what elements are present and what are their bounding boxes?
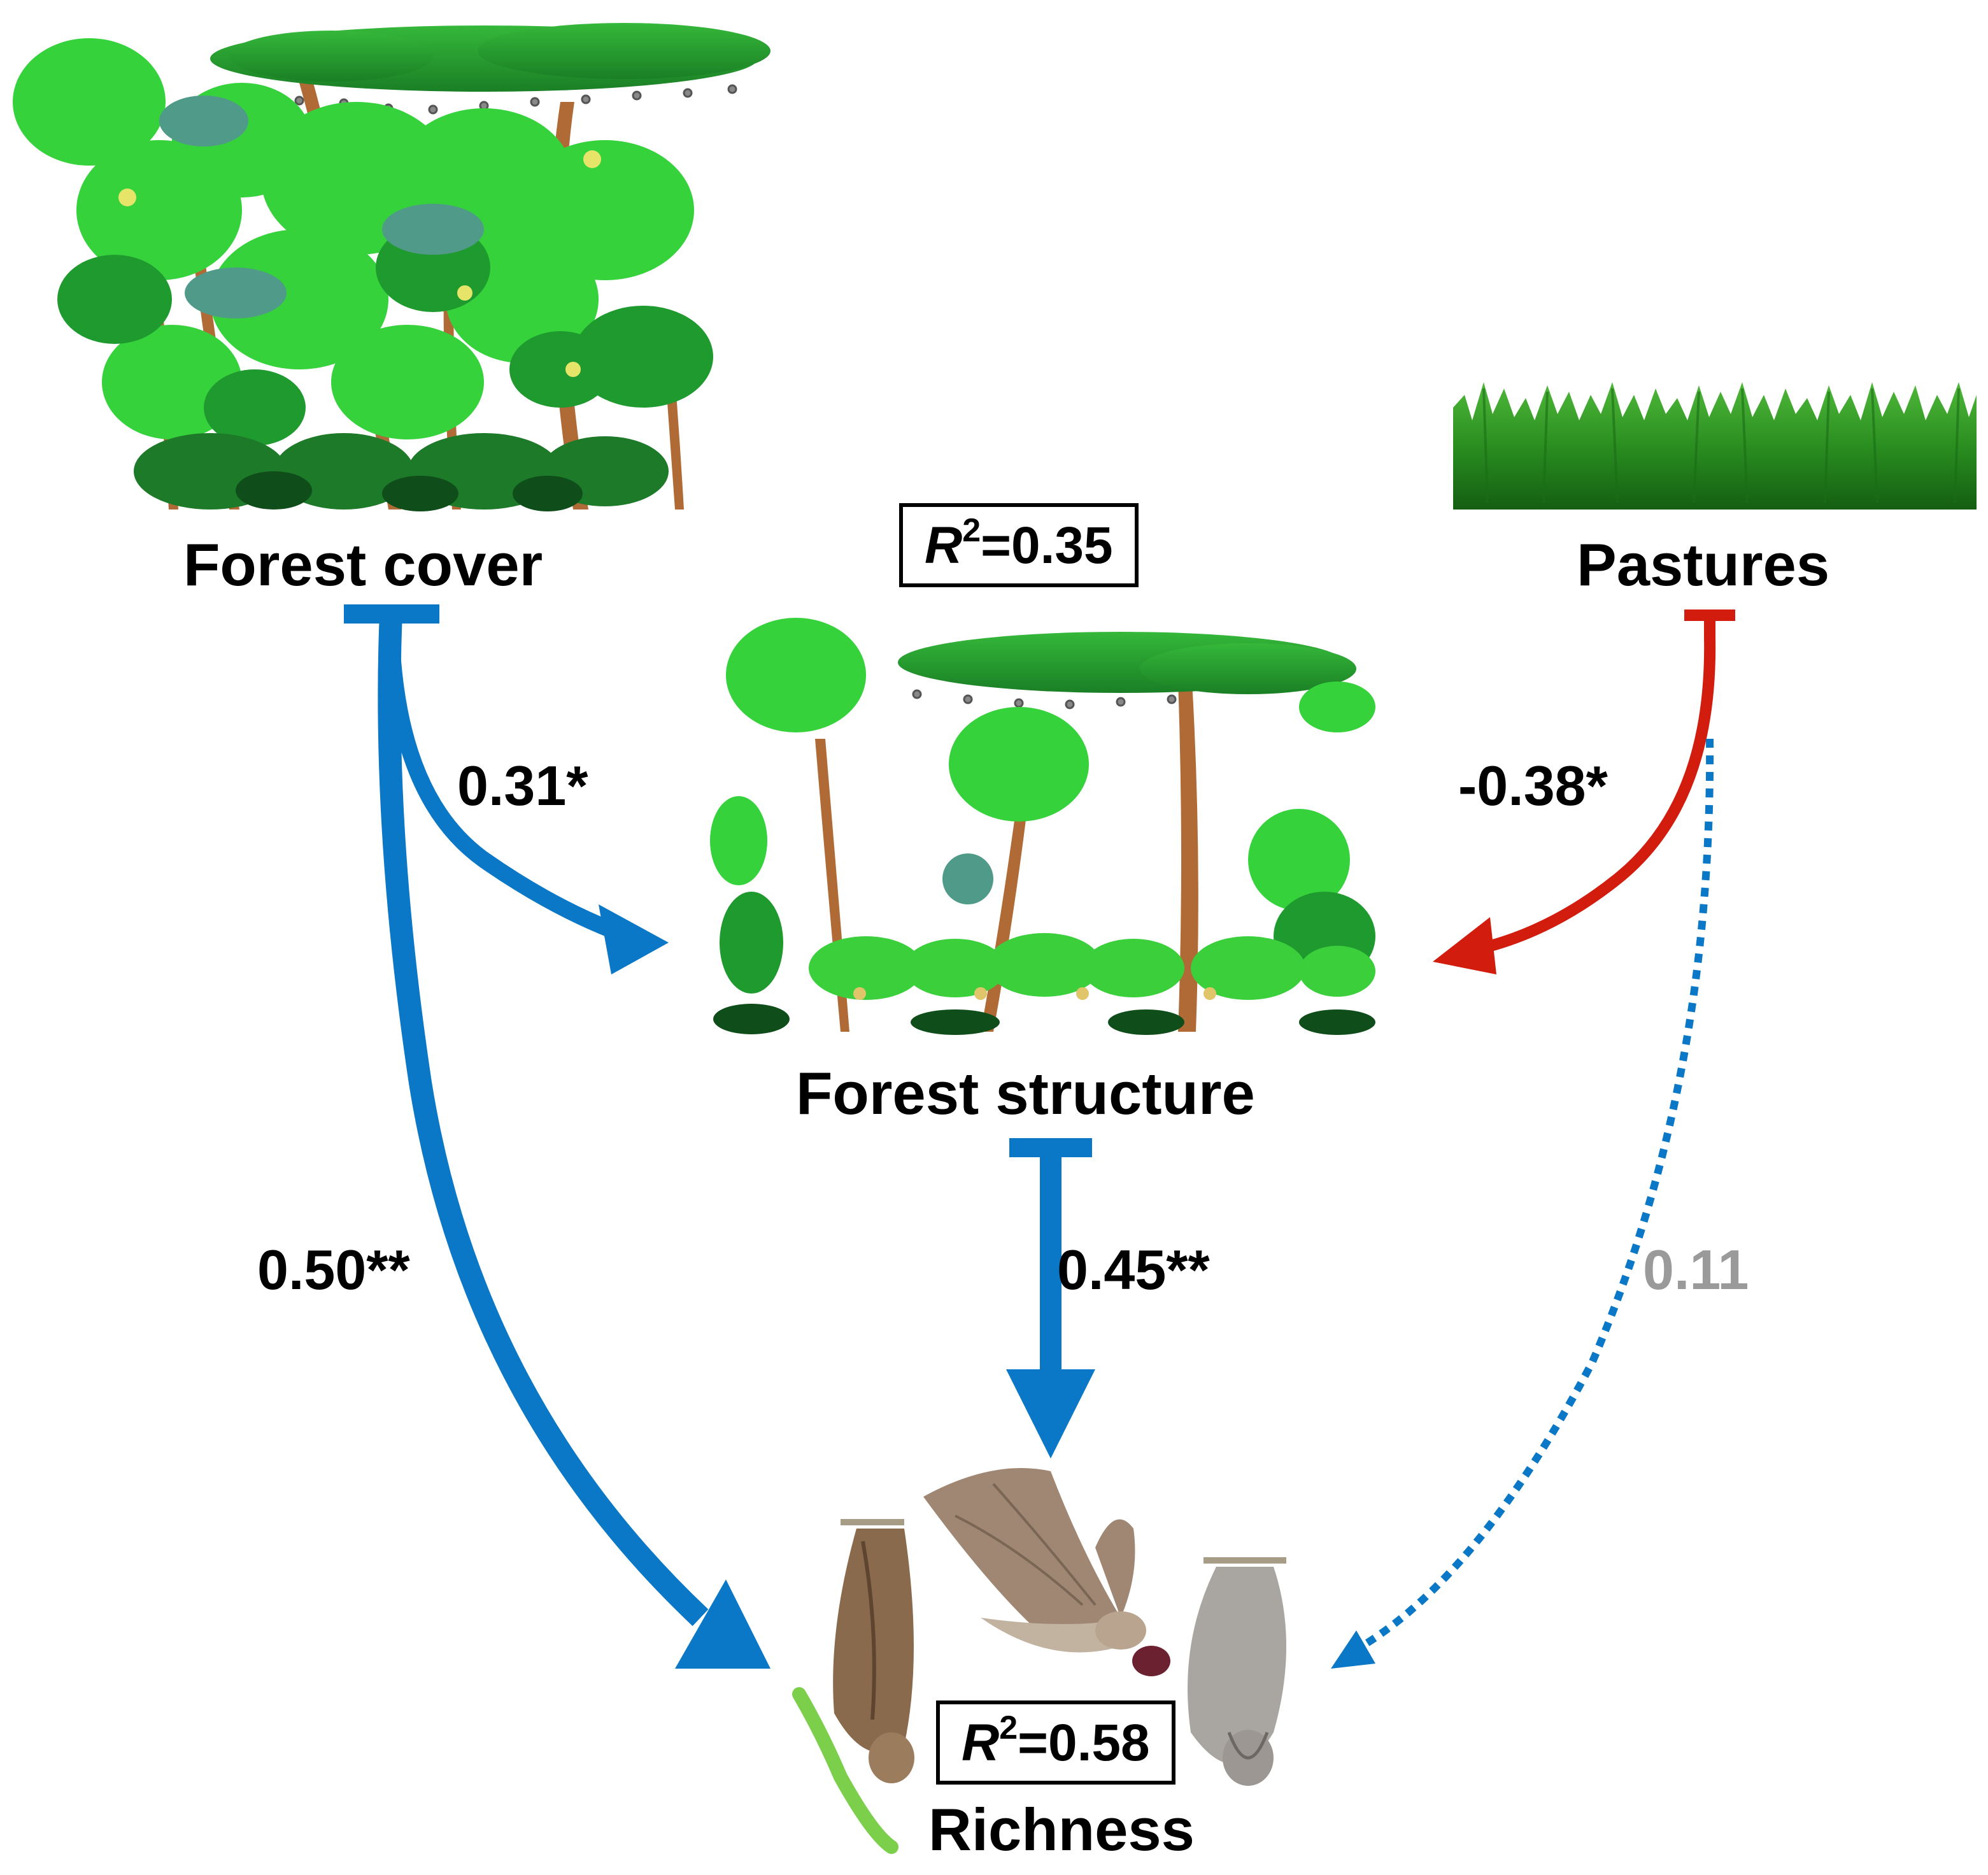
- forest-cover-illustration: [13, 23, 770, 511]
- r2-symbol: R: [925, 517, 963, 574]
- arrow-cover-to-richness: [344, 604, 770, 1669]
- forest-structure-r2-value: =0.35: [981, 517, 1113, 574]
- coef-pastures-to-structure: -0.38*: [1458, 754, 1608, 817]
- pastures-label: Pastures: [1577, 531, 1830, 598]
- forest-structure-label: Forest structure: [796, 1060, 1255, 1127]
- arrow-pastures-to-richness: [1331, 738, 1714, 1669]
- bats-illustration: [792, 1468, 1286, 1854]
- r2-symbol: R: [962, 1714, 1000, 1772]
- coef-pastures-to-richness: 0.11: [1643, 1238, 1749, 1301]
- forest-structure-illustration: [710, 618, 1375, 1035]
- richness-label: Richness: [928, 1796, 1195, 1863]
- r2-superscript: 2: [999, 1709, 1018, 1746]
- coef-cover-to-richness: 0.50**: [257, 1238, 410, 1301]
- flying-bat: [923, 1468, 1170, 1676]
- forest-structure-r2-box: R2=0.35: [899, 503, 1139, 587]
- r2-superscript: 2: [962, 512, 981, 549]
- hanging-bat-left: [792, 1519, 914, 1854]
- coef-cover-to-structure: 0.31*: [457, 754, 588, 817]
- arrow-structure-to-richness: [1006, 1138, 1095, 1458]
- richness-r2-box: R2=0.58: [936, 1700, 1175, 1785]
- pastures-illustration: [1453, 382, 1977, 510]
- hanging-bat-right: [1188, 1557, 1286, 1786]
- forest-cover-label: Forest cover: [183, 531, 543, 598]
- coef-structure-to-richness: 0.45**: [1057, 1238, 1210, 1301]
- arrow-pastures-to-structure: [1433, 610, 1735, 974]
- richness-r2-value: =0.58: [1018, 1714, 1150, 1772]
